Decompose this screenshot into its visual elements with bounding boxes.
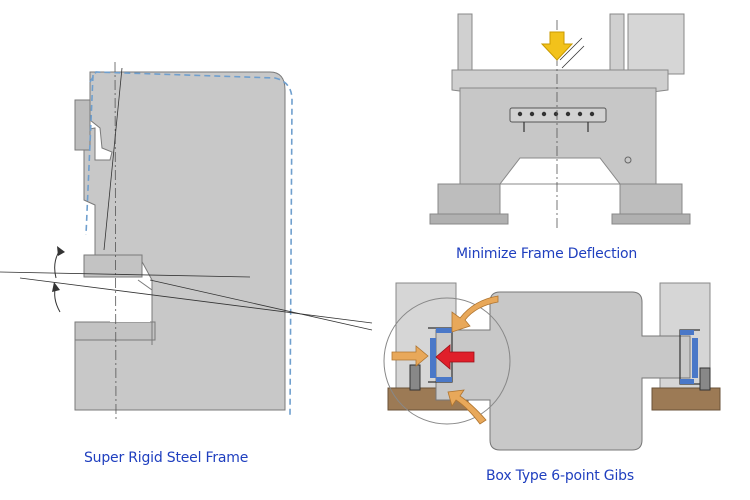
arrow-icon xyxy=(435,344,475,370)
caption-box-type-gibs: Box Type 6-point Gibs xyxy=(486,468,634,484)
caption-super-rigid-steel-frame: Super Rigid Steel Frame xyxy=(84,450,249,466)
ram-block xyxy=(83,254,143,278)
gibs-figure xyxy=(383,282,721,451)
bolster xyxy=(74,321,156,341)
deflection-figure xyxy=(429,13,691,230)
arrow-icon xyxy=(451,295,499,333)
frame-centerline xyxy=(114,61,117,421)
slide-body xyxy=(435,291,691,451)
arrow-icon xyxy=(447,389,487,425)
down-arrow-icon xyxy=(540,31,574,61)
arrow-icon xyxy=(391,345,429,367)
c-frame-figure xyxy=(0,61,373,421)
gib-detail-circle xyxy=(383,297,511,425)
deflection-dashed-outline xyxy=(89,71,293,416)
c-frame-body xyxy=(74,71,286,411)
upper-jaw xyxy=(74,99,91,151)
caption-minimize-frame-deflection: Minimize Frame Deflection xyxy=(456,246,638,262)
